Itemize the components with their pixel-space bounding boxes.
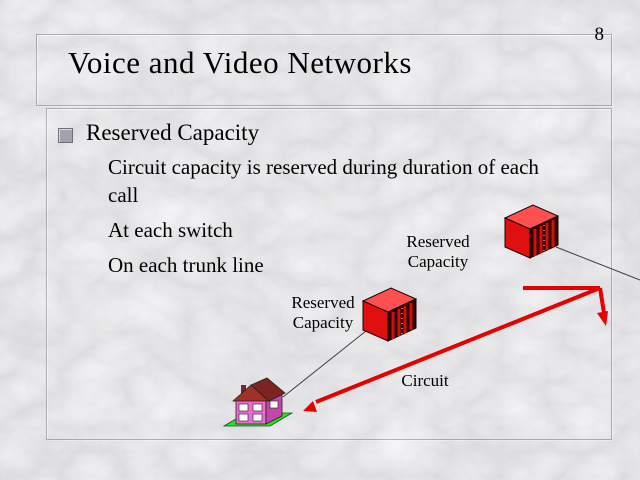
sub-bullet-list: Circuit capacity is reserved during dura…	[108, 154, 570, 287]
content-panel	[46, 108, 612, 440]
middle-switch-label: Reserved Capacity	[291, 293, 355, 333]
house-to-switch-line	[282, 326, 372, 398]
switch-to-edge-line	[555, 246, 640, 281]
circuit-label: Circuit	[401, 371, 449, 390]
circuit-arrowhead-right	[597, 311, 608, 326]
sub-bullet-2: At each switch	[108, 217, 233, 242]
bullet-line: Reserved Capacity	[58, 120, 259, 146]
circuit-down-segment	[598, 287, 606, 314]
title-panel	[36, 34, 612, 106]
sub-bullet-1: Circuit capacity is reserved during dura…	[108, 155, 539, 207]
house-icon	[222, 377, 294, 427]
circuit-path	[303, 286, 608, 412]
page-title: Voice and Video Networks	[68, 45, 412, 80]
leader-lines	[282, 246, 640, 398]
middle-switch-icon	[361, 287, 418, 342]
upper-switch-label: Reserved Capacity	[406, 232, 470, 272]
bullet-square-icon	[58, 128, 73, 143]
upper-switch-icon	[503, 204, 560, 259]
circuit-diagonal-segment	[315, 286, 601, 404]
bullet-text: Reserved Capacity	[86, 120, 260, 145]
circuit-arrowhead-house	[303, 401, 317, 412]
sub-bullet-3: On each trunk line	[108, 252, 264, 277]
page-number: 8	[594, 24, 605, 45]
